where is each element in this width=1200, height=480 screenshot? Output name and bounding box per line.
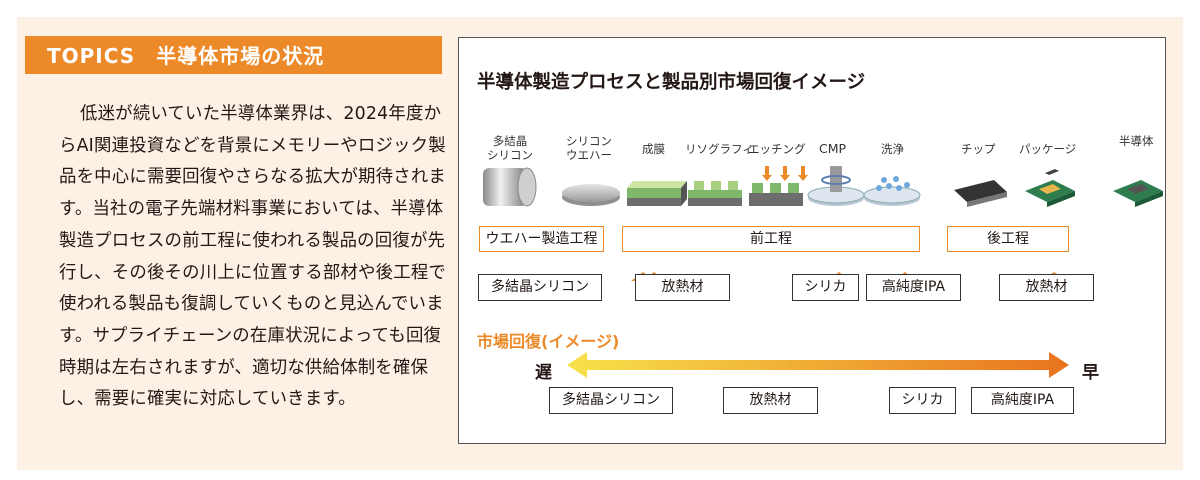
label-film: 成膜 bbox=[642, 142, 665, 156]
film-deposition-icon bbox=[627, 181, 687, 206]
label-package: パッケージ bbox=[1019, 142, 1077, 156]
lithography-icon bbox=[688, 181, 742, 206]
material-silica: シリカ bbox=[792, 274, 859, 301]
cleaning-icon bbox=[863, 176, 921, 206]
label-cleaning: 洗浄 bbox=[881, 142, 904, 156]
polysilicon-icon bbox=[483, 167, 537, 207]
material-ipa: 高純度IPA bbox=[866, 274, 961, 301]
fast-label: 早 bbox=[1082, 363, 1099, 383]
recovery-polysilicon: 多結晶シリコン bbox=[549, 387, 673, 414]
recovery-heat-dissipation: 放熱材 bbox=[723, 387, 818, 414]
recovery-title: 市場回復(イメージ) bbox=[477, 332, 620, 351]
label-lithography: リソグラフィ bbox=[685, 142, 754, 156]
stage-wafer-process: ウエハー製造工程 bbox=[479, 226, 604, 252]
package-icon bbox=[1025, 169, 1075, 207]
topics-body: 低迷が続いていた半導体業界は、2024年度からAI関連投資などを背景にメモリーや… bbox=[59, 104, 446, 410]
diagram-title: 半導体製造プロセスと製品別市場回復イメージ bbox=[477, 72, 866, 93]
process-illustrations bbox=[483, 166, 1163, 378]
label-etching: エッチング bbox=[748, 142, 806, 156]
material-heat-dissipation: 放熱材 bbox=[635, 274, 730, 301]
label-wafer: シリコン ウエハー bbox=[566, 134, 612, 162]
label-polysilicon: 多結晶 シリコン bbox=[487, 134, 533, 162]
chip-icon bbox=[954, 180, 1007, 207]
semiconductor-icon bbox=[1113, 180, 1163, 207]
etching-icon bbox=[749, 166, 808, 206]
cmp-icon bbox=[807, 166, 865, 206]
label-chip: チップ bbox=[961, 142, 996, 156]
recovery-ipa: 高純度IPA bbox=[971, 387, 1074, 414]
material-polysilicon: 多結晶シリコン bbox=[478, 274, 602, 301]
material-heat-dissipation-2: 放熱材 bbox=[999, 274, 1094, 301]
recovery-arrow bbox=[567, 352, 1069, 378]
label-semiconductor: 半導体 bbox=[1119, 134, 1154, 148]
topics-title: TOPICS 半導体市場の状況 bbox=[47, 44, 325, 68]
wafer-icon bbox=[562, 184, 620, 206]
recovery-silica: シリカ bbox=[889, 387, 956, 414]
slow-label: 遅 bbox=[535, 363, 552, 383]
stage-front-end: 前工程 bbox=[622, 226, 920, 252]
topics-header: TOPICS 半導体市場の状況 bbox=[25, 36, 442, 74]
label-cmp: CMP bbox=[819, 141, 847, 156]
stage-back-end: 後工程 bbox=[947, 226, 1069, 252]
topics-panel: TOPICS 半導体市場の状況 低迷が続いていた半導体業界は、2024年度からA… bbox=[17, 17, 1183, 470]
process-diagram: 半導体製造プロセスと製品別市場回復イメージ bbox=[458, 37, 1166, 444]
